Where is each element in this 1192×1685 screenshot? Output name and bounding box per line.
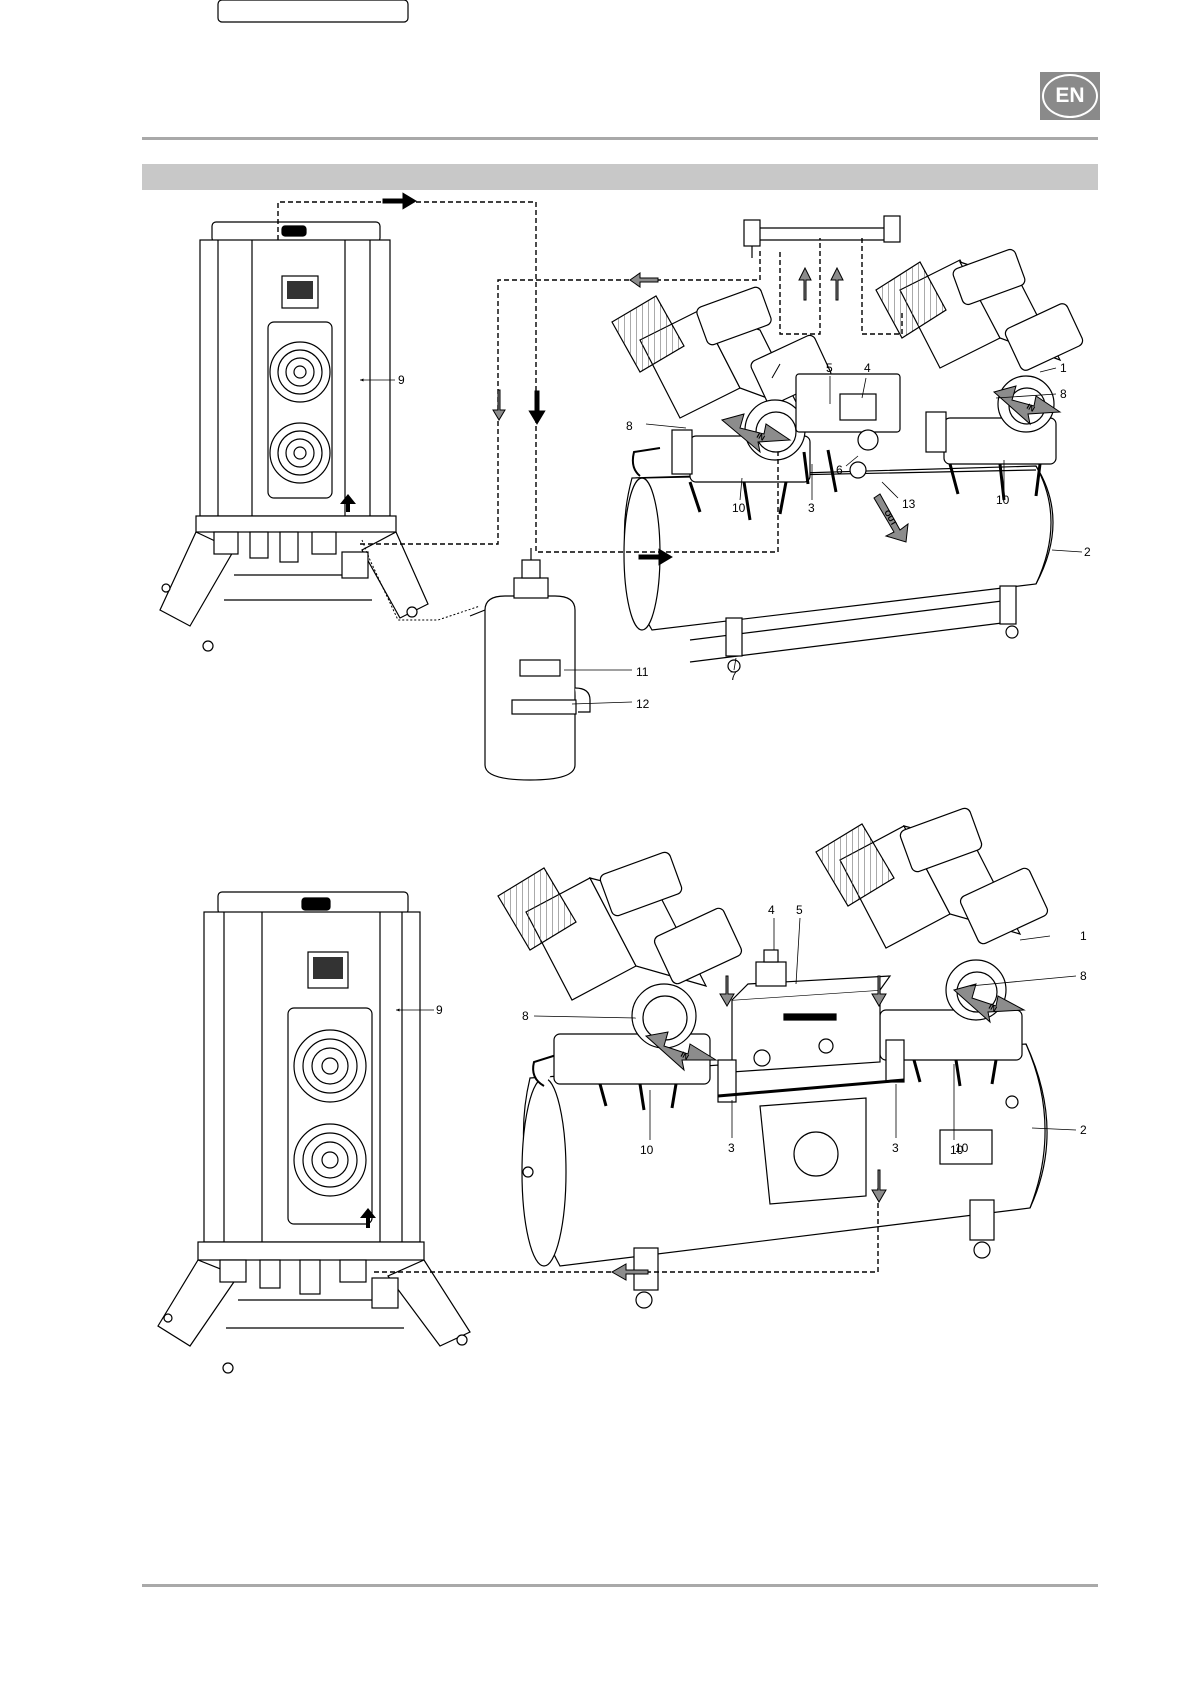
dryer-unit-2 xyxy=(158,0,470,1373)
svg-text:6: 6 xyxy=(836,463,843,477)
figure-1: IN IN OUT xyxy=(160,195,1091,780)
svg-text:2: 2 xyxy=(1080,1123,1087,1137)
svg-text:3: 3 xyxy=(892,1141,899,1155)
figure-2: IN IN 1 2 3 3 4 5 xyxy=(158,0,1087,1373)
svg-text:4: 4 xyxy=(864,361,871,375)
dryer-fan-top xyxy=(270,342,330,402)
dryer-fan-bottom xyxy=(270,423,330,483)
svg-text:12: 12 xyxy=(636,697,650,711)
svg-text:7: 7 xyxy=(730,669,737,683)
pump-right xyxy=(876,248,1085,500)
manifold-pipe xyxy=(744,216,900,258)
svg-text:8: 8 xyxy=(626,419,633,433)
svg-text:5: 5 xyxy=(796,903,803,917)
dryer-unit xyxy=(160,222,428,651)
svg-text:1: 1 xyxy=(1060,361,1067,375)
svg-text:3: 3 xyxy=(808,501,815,515)
svg-text:13: 13 xyxy=(902,497,916,511)
svg-text:10: 10 xyxy=(996,493,1010,507)
svg-text:10: 10 xyxy=(640,1143,654,1157)
svg-text:4: 4 xyxy=(768,903,775,917)
compressor-tank xyxy=(624,448,1053,672)
svg-text:5: 5 xyxy=(826,361,833,375)
svg-text:10: 10 xyxy=(955,1141,969,1155)
dryer2-fan-top xyxy=(294,1030,366,1102)
dryer2-fan-bottom xyxy=(294,1124,366,1196)
svg-text:10: 10 xyxy=(732,501,746,515)
svg-text:3: 3 xyxy=(728,1141,735,1155)
svg-text:8: 8 xyxy=(1060,387,1067,401)
svg-text:9: 9 xyxy=(436,1003,443,1017)
svg-text:2: 2 xyxy=(1084,545,1091,559)
condensate-bottle xyxy=(470,548,590,780)
svg-text:1: 1 xyxy=(1080,929,1087,943)
svg-text:8: 8 xyxy=(522,1009,529,1023)
svg-text:8: 8 xyxy=(1080,969,1087,983)
svg-text:11: 11 xyxy=(636,665,649,679)
svg-text:9: 9 xyxy=(398,373,405,387)
